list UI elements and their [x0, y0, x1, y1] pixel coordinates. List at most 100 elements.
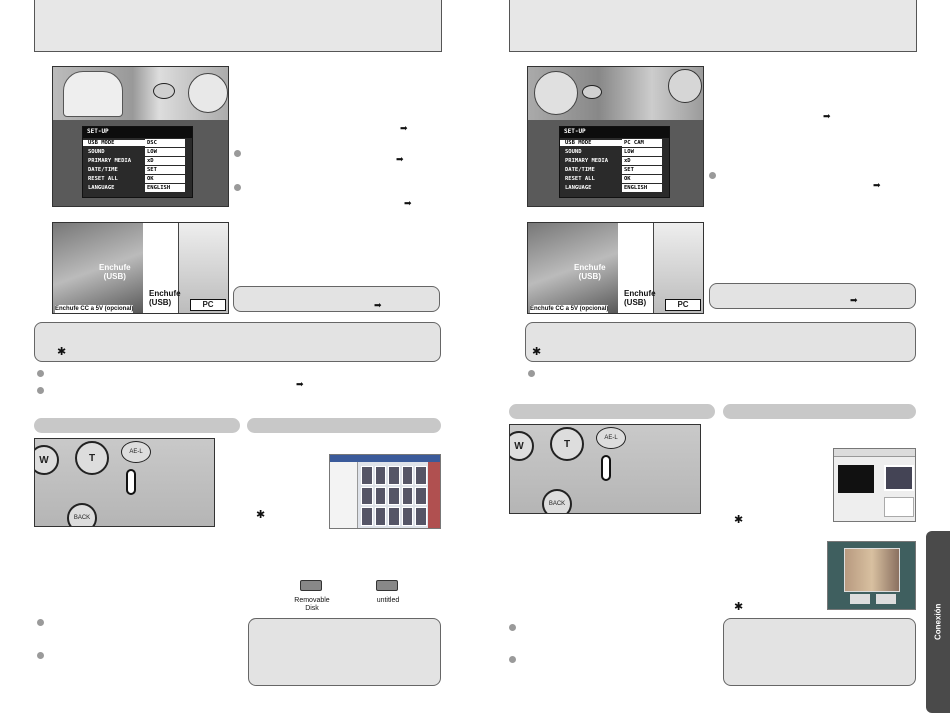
- right-pc-cam-titlebar: [834, 449, 915, 457]
- right-menu-row-label: LANGUAGE: [565, 184, 592, 191]
- untitled-disk-icon: [376, 580, 398, 591]
- right-bullet-3: [509, 624, 516, 631]
- left-pc-side-photo: [178, 223, 228, 313]
- right-pc-cam-screenshot: [833, 448, 916, 522]
- left-dc-socket-caption: Enchufe CC a 5V (opcional): [55, 305, 134, 313]
- left-browser-sidebar: [428, 462, 440, 528]
- left-section-pill-2: [247, 418, 441, 433]
- right-video-chat-screenshot: [827, 541, 916, 610]
- right-star-glyph-3: ✱: [734, 601, 744, 613]
- left-t-label: T: [88, 452, 96, 464]
- untitled-disk-label: untitled: [376, 597, 400, 604]
- left-usb-socket-caption: Enchufe (USB): [99, 263, 131, 281]
- right-mode-dial: [534, 71, 578, 115]
- left-menu-row-label: SOUND: [88, 148, 105, 155]
- left-menu-row-label: RESET ALL: [88, 175, 118, 182]
- left-bullet-2: [234, 184, 241, 191]
- left-menu-row-value: LOW: [145, 147, 185, 156]
- right-star-glyph-1: ✱: [532, 346, 542, 358]
- left-menu-row: SOUND LOW: [83, 147, 192, 156]
- right-w-button: W: [510, 431, 534, 461]
- right-menu-row-label: USB MODE: [560, 139, 622, 146]
- right-pc-cam-preview: [838, 465, 874, 493]
- right-shutter-dial: [668, 69, 702, 103]
- right-section-pill-1: [509, 404, 715, 419]
- left-pc-label: PC: [190, 299, 226, 311]
- right-bullet-2: [528, 370, 535, 377]
- left-bullet-5: [37, 619, 44, 626]
- right-menu-row-value: PC CAM: [622, 138, 662, 147]
- left-menu-title: SET-UP: [83, 127, 192, 138]
- left-ael-button: AE-L: [121, 441, 151, 463]
- left-menu-row-value: SET: [145, 165, 185, 174]
- left-w-button: W: [35, 445, 59, 475]
- right-wide-note-box: ✱: [525, 322, 916, 362]
- right-dc-socket-caption: Enchufe CC a 5V (opcional): [530, 305, 609, 313]
- right-bullet-1: [709, 172, 716, 179]
- right-set-button: [582, 85, 602, 99]
- right-back-label: BACK: [548, 501, 566, 507]
- right-camera-back-photo: W T AE-L BACK: [509, 424, 701, 514]
- left-arrow-glyph-2: ➡: [396, 154, 404, 164]
- left-bullet-4: [37, 387, 44, 394]
- left-menu-row-value: OK: [145, 174, 185, 183]
- removable-disk-icon: [300, 580, 322, 591]
- left-menu-row-label: PRIMARY MEDIA: [88, 157, 132, 164]
- left-menu-row-label: LANGUAGE: [88, 184, 115, 191]
- right-ael-label: AE-L: [604, 435, 618, 441]
- left-cable-end-caption: Enchufe (USB): [149, 289, 181, 307]
- left-star-glyph-1: ✱: [57, 346, 67, 358]
- right-arrow-glyph-1: ➡: [823, 111, 831, 121]
- right-menu-row-label: PRIMARY MEDIA: [565, 157, 609, 164]
- right-arrow-glyph-3: ➡: [850, 295, 858, 305]
- right-menu-row-value: LOW: [622, 147, 662, 156]
- left-browser-tree: [330, 462, 358, 528]
- left-menu-row: PRIMARY MEDIA xD: [83, 156, 192, 165]
- left-header-box: [34, 0, 442, 52]
- left-ael-label: AE-L: [129, 449, 143, 455]
- right-pc-label: PC: [665, 299, 701, 311]
- right-w-label: W: [514, 440, 524, 452]
- left-menu-row: DATE/TIME SET: [83, 165, 192, 174]
- right-back-button: BACK: [542, 489, 572, 513]
- right-menu-row: DATE/TIME SET: [560, 165, 669, 174]
- left-note-box-2: [248, 618, 441, 686]
- left-back-label: BACK: [73, 515, 91, 521]
- left-menu-row-value: xD: [145, 156, 185, 165]
- left-menu-row-label: DATE/TIME: [88, 166, 118, 173]
- right-menu-row-label: RESET ALL: [565, 175, 595, 182]
- right-pc-side-photo: [653, 223, 703, 313]
- left-section-pill-1: [34, 418, 240, 433]
- right-usb-socket-caption: Enchufe (USB): [574, 263, 606, 281]
- left-bullet-6: [37, 652, 44, 659]
- right-t-button: T: [550, 427, 584, 461]
- left-indicator-lamp: [126, 469, 136, 495]
- right-menu-row: SOUND LOW: [560, 147, 669, 156]
- left-dial-photo: [53, 67, 228, 120]
- conexion-side-tab: Conexión: [926, 531, 950, 713]
- left-camera-side-photo: [53, 223, 143, 313]
- right-section-pill-2: [723, 404, 916, 419]
- right-video-chat-button-2: [876, 594, 896, 604]
- right-menu-row-value: SET: [622, 165, 662, 174]
- left-menu-row-value: DSC: [145, 138, 185, 147]
- left-bullet-1: [234, 150, 241, 157]
- right-t-label: T: [563, 438, 571, 450]
- right-indicator-lamp: [601, 455, 611, 481]
- left-camera-back-photo: W T AE-L BACK: [34, 438, 215, 527]
- right-menu-row-value: ENGLISH: [622, 183, 662, 192]
- side-tab-label: Conexión: [933, 603, 943, 641]
- right-dial-photo: [528, 67, 703, 120]
- right-menu-title: SET-UP: [560, 127, 669, 138]
- right-menu-row-label: SOUND: [565, 148, 582, 155]
- right-note-box-1: ➡: [709, 283, 916, 309]
- right-menu-row-label: DATE/TIME: [565, 166, 595, 173]
- left-browser-screenshot: [329, 454, 441, 529]
